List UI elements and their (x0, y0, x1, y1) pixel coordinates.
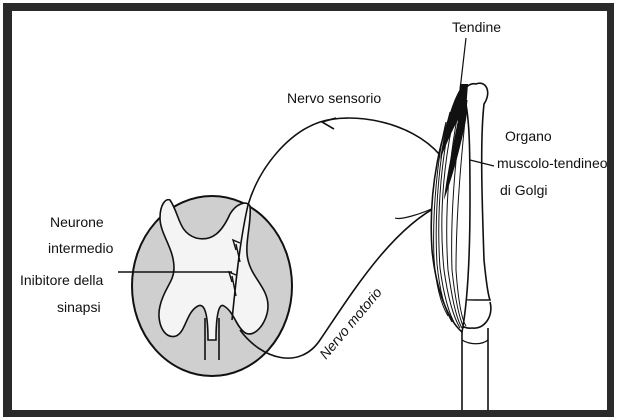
neuron-label-line1: Neurone (50, 214, 104, 230)
golgi-label-line2: muscolo-tendineo (497, 155, 608, 171)
neuron-label-line2: intermedio (48, 240, 114, 256)
tendon-label: Tendine (452, 19, 501, 35)
tendon-pointer (460, 38, 466, 90)
golgi-label-line1: Organo (505, 128, 552, 144)
border-frame (3, 3, 614, 417)
spinal-cord-section (132, 196, 292, 376)
golgi-label-line3: di Golgi (500, 182, 547, 198)
neuron-label-line3: Inibitore della (20, 272, 103, 288)
muscle-bone-group (431, 83, 491, 410)
sensory-nerve-label: Nervo sensorio (287, 90, 381, 106)
neuron-label-line4: sinapsi (57, 299, 101, 315)
lower-bone (462, 328, 488, 410)
